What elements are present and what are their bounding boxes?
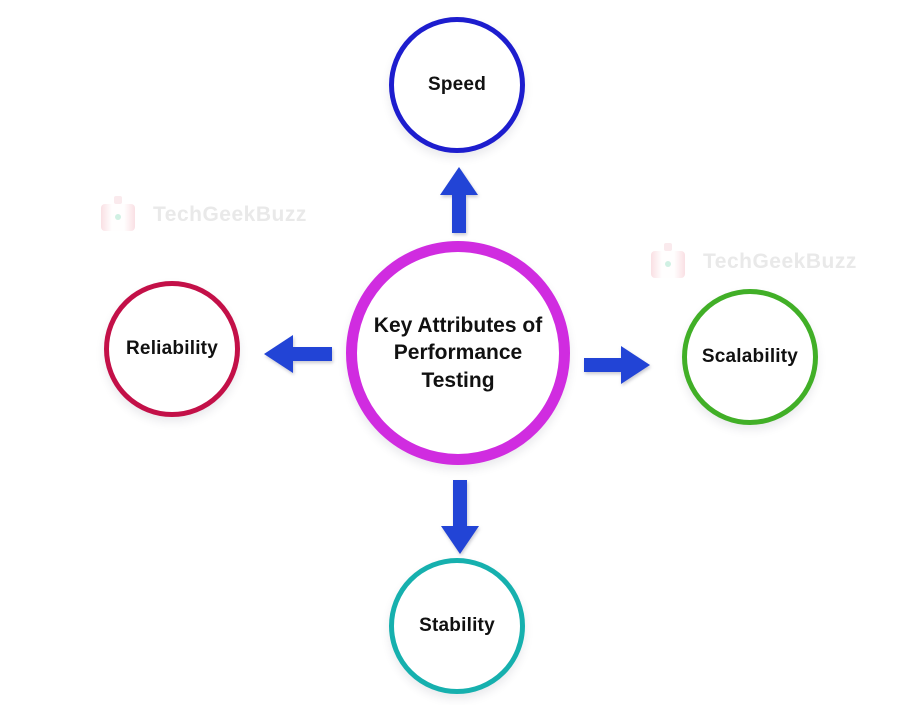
logo-dot (665, 261, 671, 267)
watermark: TechGeekBuzz (98, 195, 307, 235)
center-node-key-attributes: Key Attributes of Performance Testing (346, 241, 570, 465)
node-stability-label: Stability (419, 615, 495, 636)
techgeekbuzz-logo-icon (98, 195, 138, 235)
techgeekbuzz-logo-icon (648, 242, 688, 282)
node-scalability: Scalability (682, 289, 818, 425)
arrow-down-icon (441, 480, 479, 554)
node-reliability: Reliability (104, 281, 240, 417)
logo-knob (114, 196, 122, 204)
node-stability: Stability (389, 558, 525, 694)
watermark: TechGeekBuzz (648, 242, 857, 282)
node-scalability-label: Scalability (701, 346, 799, 367)
logo-body (651, 251, 685, 278)
watermark-text: TechGeekBuzz (703, 250, 857, 273)
logo-dot (115, 214, 121, 220)
node-reliability-label: Reliability (126, 338, 218, 359)
watermark-text: TechGeekBuzz (153, 203, 307, 226)
node-speed: Speed (389, 17, 525, 153)
logo-knob (664, 243, 672, 251)
center-node-label: Key Attributes of Performance Testing (373, 314, 543, 392)
arrow-left-icon (264, 335, 332, 373)
logo-body (101, 204, 135, 231)
arrow-right-icon (584, 346, 650, 384)
arrow-up-icon (440, 167, 478, 233)
node-speed-label: Speed (427, 74, 487, 95)
